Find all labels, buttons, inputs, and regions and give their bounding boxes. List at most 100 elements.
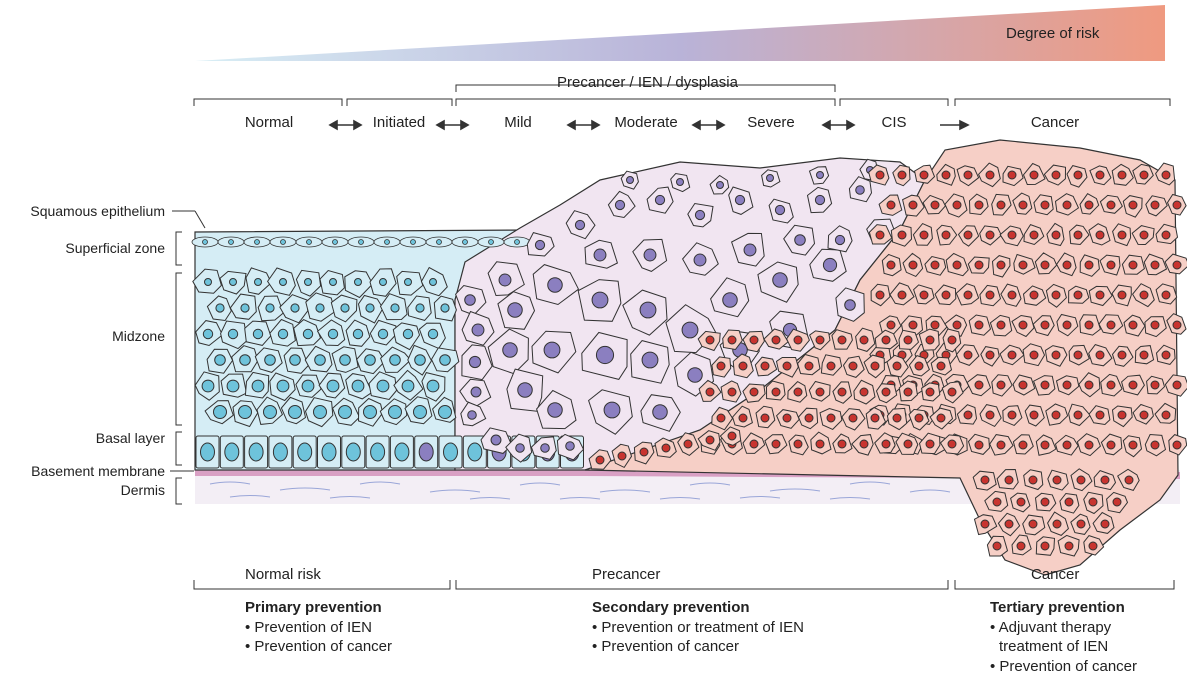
cancer-cell xyxy=(908,408,930,431)
cancer-cell xyxy=(1034,492,1057,512)
cancer-cell xyxy=(808,380,831,402)
dysplastic-cell xyxy=(646,186,674,214)
dysplastic-cell xyxy=(461,344,493,381)
cancer-cell xyxy=(1155,344,1176,365)
cancer-cell xyxy=(1166,193,1187,216)
dysplastic-cell xyxy=(506,368,544,412)
cancer-cell xyxy=(742,383,766,403)
normal-cell xyxy=(357,294,384,324)
cancer-cell xyxy=(1046,222,1065,247)
normal-cell xyxy=(192,268,222,294)
cancer-cell xyxy=(1054,434,1079,456)
range-cancer: Cancer xyxy=(1031,566,1080,583)
cancer-cell xyxy=(1164,374,1187,397)
basal-cell xyxy=(438,435,463,469)
stage-arrows xyxy=(328,119,970,131)
cancer-cell xyxy=(588,449,612,470)
cancer-cell xyxy=(1088,344,1113,367)
cancer-cell xyxy=(924,255,947,276)
dysplastic-cell xyxy=(630,340,670,384)
normal-cell xyxy=(244,371,270,399)
normal-cell xyxy=(304,345,333,373)
cancer-cell xyxy=(991,255,1011,278)
normal-cell xyxy=(229,293,257,320)
cancer-cell xyxy=(881,253,902,277)
label-midzone: Midzone xyxy=(112,328,165,344)
stage-initiated: Initiated xyxy=(372,114,426,131)
cancer-cell xyxy=(944,193,968,218)
cancer-cell xyxy=(967,256,990,274)
cancer-cell xyxy=(1100,433,1123,456)
dysplastic-cell xyxy=(581,331,628,380)
cancer-cell xyxy=(1068,285,1090,304)
normal-cell xyxy=(219,270,247,295)
cancer-cell xyxy=(922,194,946,215)
cancer-cell xyxy=(808,330,831,351)
dysplastic-cell xyxy=(588,389,633,435)
cancer-cell xyxy=(1132,403,1154,425)
normal-cell xyxy=(380,346,412,373)
normal-cell xyxy=(295,269,322,297)
normal-cell xyxy=(295,374,322,398)
cancer-cell xyxy=(1043,164,1067,186)
normal-cell xyxy=(396,270,424,296)
stage-normal: Normal xyxy=(244,114,294,131)
basal-cell xyxy=(389,435,414,469)
basal-cell xyxy=(195,435,220,469)
cancer-cell xyxy=(1012,374,1036,396)
dysplastic-cell xyxy=(806,186,833,214)
cancer-cell xyxy=(776,409,800,429)
cancer-cell xyxy=(918,432,941,455)
cancer-cell xyxy=(1045,403,1069,426)
cancer-cell xyxy=(786,328,810,352)
normal-cell xyxy=(279,294,309,324)
midzone-bracket xyxy=(175,272,182,426)
normal-cell xyxy=(344,270,374,299)
cancer-cell xyxy=(934,284,957,306)
cancer-cell xyxy=(755,405,776,429)
basal-cell xyxy=(341,435,366,469)
cancer-cell xyxy=(1121,374,1145,396)
cancer-cell xyxy=(765,380,786,401)
normal-cell xyxy=(379,293,408,321)
range-normal-risk: Normal risk xyxy=(245,566,321,583)
cancer-cell xyxy=(878,194,903,216)
cancer-cell xyxy=(1034,252,1058,275)
normal-cell xyxy=(269,318,296,347)
cancer-cell xyxy=(1083,491,1104,515)
cancer-cell xyxy=(957,225,980,247)
tertiary-prevention-heading: Tertiary prevention xyxy=(990,599,1125,616)
normal-cell xyxy=(407,295,432,321)
label-basal-layer: Basal layer xyxy=(95,430,165,446)
tertiary-item-1: • Adjuvant therapy xyxy=(990,618,1112,636)
superficial-cell xyxy=(373,236,401,248)
cell-layer xyxy=(191,158,1187,557)
bracket-initiated xyxy=(346,98,453,106)
cancer-cell xyxy=(1035,434,1057,456)
cancer-cell xyxy=(855,327,876,352)
cancer-cell xyxy=(1146,375,1166,395)
cancer-cell xyxy=(1111,284,1132,307)
cancer-cell xyxy=(1092,511,1115,534)
cancer-cell xyxy=(797,353,821,376)
cancer-cell xyxy=(1066,165,1088,188)
range-precancer: Precancer xyxy=(592,566,661,583)
superficial-cell xyxy=(269,236,297,248)
tertiary-item-2: treatment of IEN xyxy=(999,638,1109,655)
dysplastic-cell xyxy=(622,289,668,336)
cancer-cell xyxy=(942,328,962,353)
cancer-cell xyxy=(1098,314,1124,335)
cancer-cell xyxy=(902,194,925,217)
superficial-cell xyxy=(477,236,505,248)
cancer-cell xyxy=(1093,470,1117,491)
cancer-cell xyxy=(865,406,887,430)
cancer-cell xyxy=(1144,316,1167,338)
basal-cell xyxy=(244,435,269,469)
stage-cis: CIS xyxy=(881,114,907,131)
dysplastic-cell xyxy=(681,242,719,276)
dysplastic-cell xyxy=(827,225,853,253)
dysplastic-cell xyxy=(808,166,830,185)
dysplastic-cell xyxy=(709,174,730,195)
cancer-cell xyxy=(996,468,1019,490)
